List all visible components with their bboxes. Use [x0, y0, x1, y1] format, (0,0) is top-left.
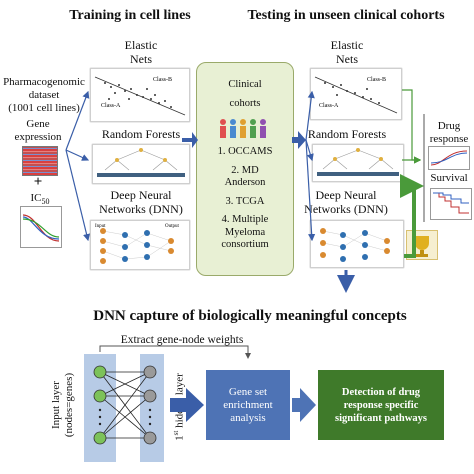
dnn-line-1: Deep Neural [110, 188, 172, 202]
network-thumb: Input Output [95, 224, 180, 264]
tdnn-line-2: Networks (DNN) [304, 202, 388, 216]
clinical-item-4: 4. Multiple Myeloma consortium [221, 214, 269, 250]
input-node-3 [93, 431, 107, 445]
detection-line-2: response specific [343, 399, 419, 411]
people-icon [220, 119, 266, 138]
testing-random-forests-label: Random Forests [307, 127, 387, 141]
input-node-1 [93, 365, 107, 379]
drug-line-2: response [429, 133, 469, 145]
class-a-text: Class-A [101, 103, 121, 109]
gene-set-line-3: analysis [230, 411, 266, 424]
arrow-to-clinical [182, 132, 198, 148]
network-thumb-2 [320, 228, 390, 262]
hidden-node-2 [143, 389, 157, 403]
survival-plot [430, 188, 472, 220]
drug-line-1: Drug [437, 120, 461, 132]
gene-line-2: expression [14, 131, 62, 143]
tree-thumb [97, 148, 185, 177]
class-b-text: Class-B [153, 77, 172, 83]
gene-expression-label: Gene expression [12, 118, 64, 144]
dnn-line-2: Networks (DNN) [99, 202, 183, 216]
training-elastic-nets-label: Elastic Nets [96, 38, 186, 66]
tdnn-line-1: Deep Neural [315, 188, 377, 202]
training-random-forest-plot [92, 144, 190, 184]
ic50-label: IC50 [20, 192, 60, 208]
gene-expression-heatmap [22, 146, 58, 176]
drug-response-plot [428, 146, 470, 170]
class-a-text-2: Class-A [319, 103, 339, 109]
pharmaco-line-3: (1001 cell lines) [8, 102, 80, 114]
plus-sign: + [33, 174, 43, 190]
class-b-text-2: Class-B [367, 77, 386, 83]
en-line-2: Nets [130, 52, 152, 66]
ic50-sub: 50 [41, 197, 50, 207]
scatter-thumb-2: Class-B Class-A [314, 76, 398, 114]
header-testing: Testing in unseen clinical cohorts [247, 8, 445, 23]
testing-dnn-plot [310, 220, 404, 268]
clinical-item-3: 3. TCGA [225, 195, 265, 207]
tree-thumb-2 [317, 148, 399, 176]
scatter-thumb: Class-B Class-A [94, 76, 186, 116]
drug-response-label: Drug response [424, 120, 474, 146]
detection-pathways-box: Detection of drug response specific sign… [318, 370, 444, 440]
detection-line-1: Detection of drug [341, 386, 421, 398]
hidden-node-3 [143, 431, 157, 445]
extract-weights-label: Extract gene-node weights [120, 334, 244, 346]
en-line-1: Elastic [124, 38, 158, 52]
testing-random-forest-plot [312, 144, 404, 182]
pharmaco-line-2: dataset [28, 89, 60, 101]
training-elastic-nets-plot: Class-B Class-A [90, 68, 190, 122]
ten-line-1: Elastic [330, 38, 364, 52]
pharmaco-line-1: Pharmacogenomic [3, 76, 85, 88]
testing-elastic-nets-label: Elastic Nets [302, 38, 392, 66]
gene-set-line-1: Gene set [228, 385, 268, 398]
testing-dnn-label: Deep Neural Networks (DNN) [290, 188, 402, 216]
training-dnn-label: Deep Neural Networks (DNN) [86, 188, 196, 216]
ten-line-2: Nets [336, 52, 358, 66]
clinical-title: Clinical cohorts [197, 79, 293, 110]
input-text: Input [95, 224, 106, 229]
header-training: Training in cell lines [69, 8, 191, 23]
clinical-cohorts-box: Clinical cohorts 1. OCCAMS 2. MD Anderso… [196, 62, 294, 276]
training-dnn-plot: Input Output [90, 220, 190, 270]
ic50-main: IC [30, 192, 42, 204]
header-dnn-capture: DNN capture of biologically meaningful c… [93, 308, 407, 324]
hidden-node-1 [143, 365, 157, 379]
ic50-curve-plot [20, 206, 62, 248]
detection-line-3: significant pathways [335, 412, 427, 424]
input-node-2 [93, 389, 107, 403]
training-random-forests-label: Random Forests [101, 127, 181, 141]
clinical-item-2: 2. MD Anderson [224, 164, 266, 189]
clinical-title-2: cohorts [229, 97, 261, 109]
gene-line-1: Gene [26, 118, 50, 130]
output-text: Output [165, 224, 180, 229]
gene-set-line-2: enrichment [223, 398, 273, 411]
clinical-item-1: 1. OCCAMS [217, 146, 273, 157]
bottom-network [93, 345, 251, 445]
survival-label: Survival [430, 172, 468, 184]
clinical-title-1: Clinical [228, 79, 262, 90]
pharmacogenomic-label: Pharmacogenomic dataset (1001 cell lines… [2, 76, 86, 115]
gene-set-enrichment-box: Gene set enrichment analysis [206, 370, 290, 440]
testing-elastic-nets-plot: Class-B Class-A [310, 68, 402, 120]
